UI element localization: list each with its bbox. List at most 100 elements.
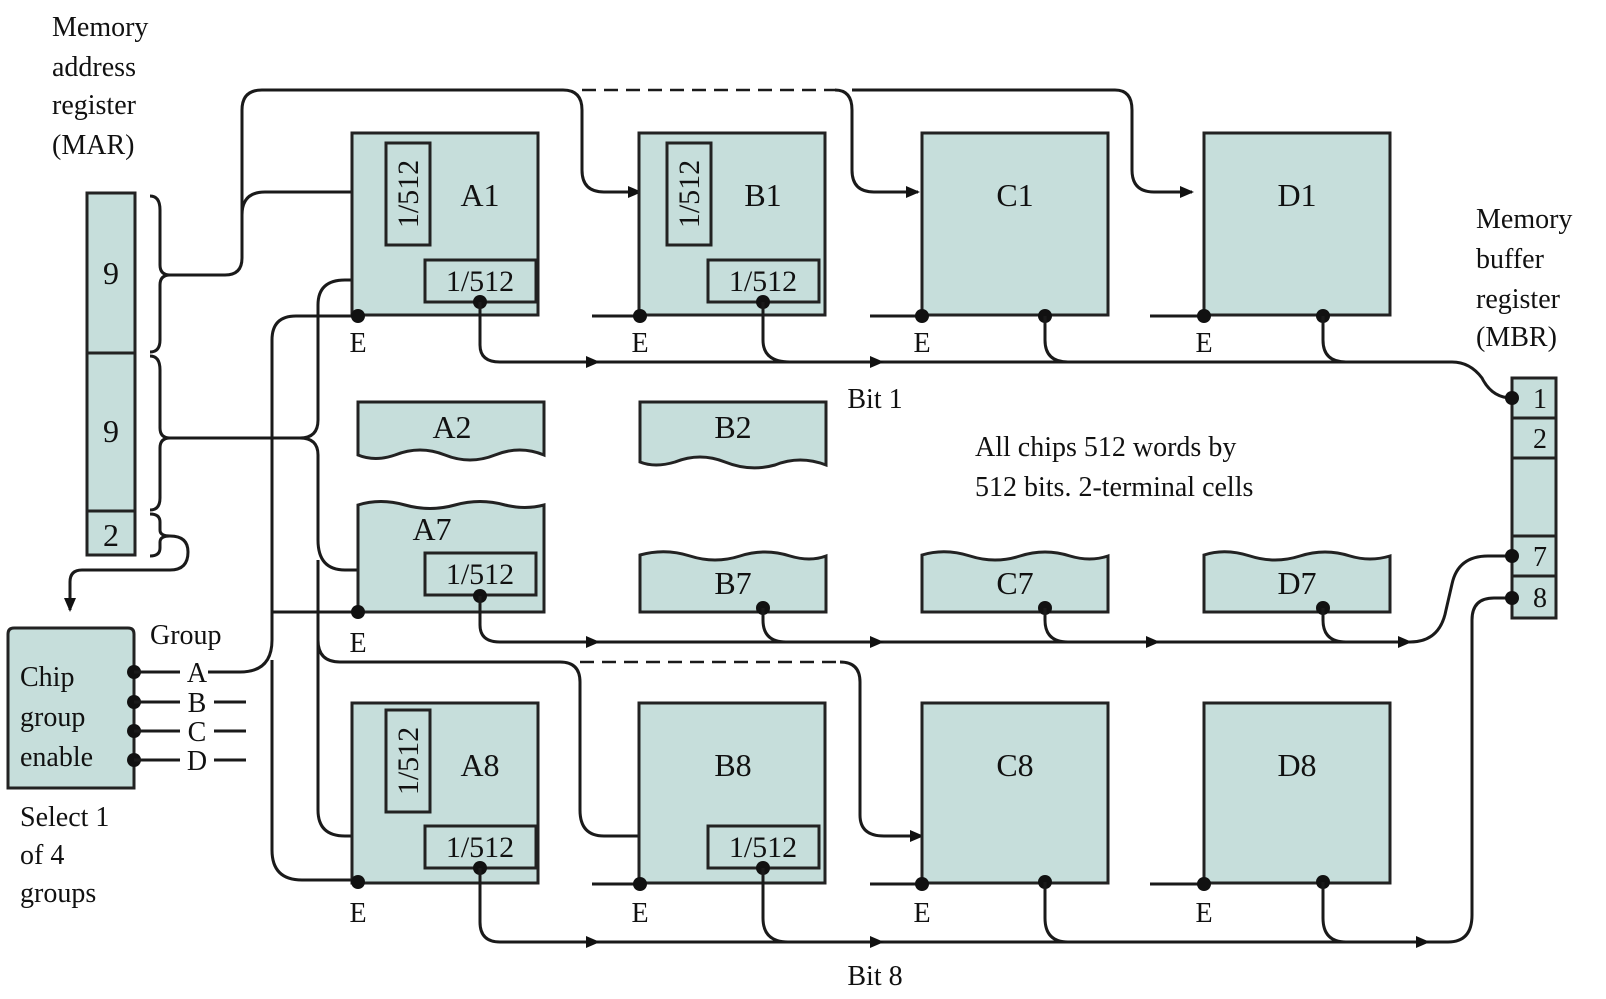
enable-label-a8: E bbox=[349, 898, 366, 929]
enable-wire-a8 bbox=[270, 660, 352, 882]
mbr-bit-gap bbox=[1510, 456, 1558, 538]
mbr-caption-line-4: (MBR) bbox=[1476, 322, 1557, 353]
mbr-bit-2-label: 2 bbox=[1533, 424, 1547, 455]
mar-register: 9 9 2 bbox=[85, 191, 171, 558]
a8-row-decoder bbox=[384, 708, 432, 814]
mbr-bit-8-label: 8 bbox=[1533, 583, 1547, 614]
a8-col-decoder bbox=[423, 824, 538, 870]
chip-b7-label: B7 bbox=[714, 565, 751, 601]
mar-brace-2 bbox=[149, 354, 171, 512]
row-1-enable: E E E E bbox=[349, 309, 1213, 359]
bit-8-b8-drop bbox=[761, 868, 789, 944]
bit-7-b7-drop bbox=[761, 608, 787, 644]
enable-box-line-2: group bbox=[20, 702, 85, 733]
b1-col-decoder-label: 1/512 bbox=[729, 265, 797, 298]
row-2-chips: A2 B2 bbox=[356, 400, 828, 470]
b8-col-decoder bbox=[706, 824, 821, 870]
chip-d1 bbox=[1202, 131, 1392, 317]
enable-dot-a7 bbox=[351, 605, 365, 619]
chip-c7 bbox=[920, 550, 1110, 614]
bit-7-c7-drop bbox=[1043, 608, 1069, 644]
select-caption-line-1: Select 1 bbox=[20, 802, 109, 833]
addr-wire-a8-row bbox=[316, 560, 422, 842]
enable-dot-b1 bbox=[633, 309, 647, 323]
group-d-label: D bbox=[187, 746, 207, 777]
enable-label-a7: E bbox=[349, 628, 366, 659]
chip-d7-label: D7 bbox=[1277, 565, 1316, 601]
mar-caption: Memory address register (MAR) bbox=[52, 12, 148, 161]
mar-caption-line-4: (MAR) bbox=[52, 130, 134, 161]
chip-d7 bbox=[1202, 550, 1392, 614]
chip-c8 bbox=[920, 701, 1110, 885]
chip-d8 bbox=[1202, 701, 1392, 885]
bit-8-line: Bit 8 bbox=[473, 596, 1512, 992]
a1-col-decoder-label: 1/512 bbox=[446, 265, 514, 298]
mbr-bit-7-label: 7 bbox=[1533, 542, 1547, 573]
chip-a1-label: A1 bbox=[460, 177, 499, 213]
bit-1-c1-drop bbox=[1043, 316, 1069, 364]
enable-dot-a8 bbox=[351, 875, 365, 889]
chip-group-enable: Chip group enable Group A B C D Select 1… bbox=[6, 620, 246, 909]
a8-row-decoder-label: 1/512 bbox=[392, 727, 425, 795]
chips-note: All chips 512 words by 512 bits. 2-termi… bbox=[975, 432, 1253, 503]
mbr-dot-1 bbox=[1505, 391, 1519, 405]
bit-8-c8-drop bbox=[1043, 882, 1069, 944]
addr-wire-c1 bbox=[834, 88, 920, 198]
bit-1-label: Bit 1 bbox=[847, 384, 902, 415]
a8-col-decoder-label: 1/512 bbox=[446, 831, 514, 864]
enable-label-d1: E bbox=[1195, 328, 1212, 359]
chips-note-line-1: All chips 512 words by bbox=[975, 432, 1236, 463]
addr-wire-a1-col bbox=[170, 186, 366, 277]
enable-dot-d1 bbox=[1197, 309, 1211, 323]
chip-b2-label: B2 bbox=[714, 409, 751, 445]
addr-wire-c8 bbox=[839, 660, 924, 842]
enable-wires bbox=[208, 314, 352, 882]
a7-col-decoder-label: 1/512 bbox=[446, 558, 514, 591]
mar-field-1-label: 9 bbox=[103, 255, 119, 291]
mbr-caption: Memory buffer register (MBR) bbox=[1476, 204, 1572, 353]
bit-1-line: Bit 1 bbox=[473, 295, 1513, 415]
mbr-bit-1-label: 1 bbox=[1533, 384, 1547, 415]
enable-label-b8: E bbox=[631, 898, 648, 929]
mar-field-3-label: 2 bbox=[103, 517, 119, 553]
mbr-caption-line-3: register bbox=[1476, 284, 1561, 315]
address-wires bbox=[64, 88, 1194, 842]
addr-wire-d1 bbox=[852, 88, 1194, 198]
a1-col-decoder bbox=[423, 258, 538, 304]
chip-c1 bbox=[920, 131, 1110, 317]
addr-wire-bottom-bus bbox=[316, 639, 700, 842]
chip-b1-label: B1 bbox=[744, 177, 781, 213]
bit-7-line bbox=[473, 554, 1512, 648]
enable-label-a1: E bbox=[349, 328, 366, 359]
row-1-chips: A1 B1 C1 D1 1/512 1/512 1/512 1/512 bbox=[350, 131, 1392, 317]
enable-label-b1: E bbox=[631, 328, 648, 359]
bit-7-d7-drop bbox=[1321, 608, 1347, 644]
enable-label-c1: E bbox=[913, 328, 930, 359]
chip-c8-label: C8 bbox=[996, 747, 1033, 783]
bit-8-bus bbox=[478, 596, 1512, 944]
select-caption-line-3: groups bbox=[20, 878, 96, 909]
mar-brace-1 bbox=[149, 194, 171, 354]
addr-wire-a1-row bbox=[299, 274, 422, 440]
enable-box-line-3: enable bbox=[20, 742, 93, 773]
enable-dot-a1 bbox=[351, 309, 365, 323]
mar-field-3 bbox=[85, 509, 137, 557]
addr-wire-top-bus bbox=[240, 88, 642, 215]
bit-1-bus bbox=[478, 302, 1513, 400]
chip-c1-label: C1 bbox=[996, 177, 1033, 213]
mar-caption-line-2: address bbox=[52, 52, 136, 83]
b1-row-decoder bbox=[665, 141, 713, 247]
group-label: Group bbox=[150, 620, 222, 651]
chips-note-line-2: 512 bits. 2-terminal cells bbox=[975, 472, 1253, 503]
chip-c7-label: C7 bbox=[996, 565, 1033, 601]
enable-wire-group-a bbox=[208, 314, 352, 674]
enable-dot-c8 bbox=[915, 877, 929, 891]
row-8-enable: E E E E bbox=[349, 875, 1213, 929]
a1-row-decoder bbox=[384, 141, 432, 247]
enable-label-d8: E bbox=[1195, 898, 1212, 929]
enable-dot-c1 bbox=[915, 309, 929, 323]
chip-b7 bbox=[638, 550, 828, 614]
addr-wire-field3 bbox=[64, 534, 190, 612]
mar-caption-line-3: register bbox=[52, 90, 137, 121]
